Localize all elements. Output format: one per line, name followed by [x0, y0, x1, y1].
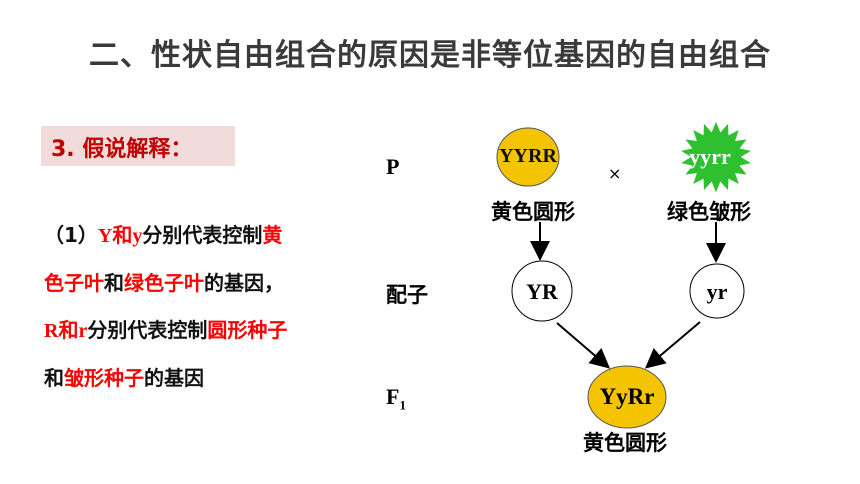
- parent2-starburst: [681, 121, 751, 193]
- explanation-part: 和: [44, 366, 64, 390]
- gamete1-label: YR: [526, 279, 558, 304]
- parent1-genotype: YYRR: [499, 145, 557, 167]
- f1-letter: F: [386, 384, 400, 409]
- explanation-highlight: Y和y: [97, 225, 143, 247]
- parent1-circle: [496, 127, 560, 187]
- explanation-text: （1）Y和y分别代表控制黄色子叶和绿色子叶的基因， R和r分别代表控制圆形种子和…: [44, 212, 289, 402]
- explanation-highlight: R和r: [44, 320, 88, 342]
- offspring-phenotype: 黄色圆形: [583, 431, 667, 455]
- hypothesis-label: 3. 假说解释：: [51, 137, 193, 162]
- explanation-part: 和: [104, 271, 124, 295]
- explanation-part: 分别代表控制: [87, 318, 208, 342]
- arrow-gamete2-to-offspring: [644, 321, 701, 369]
- row-label-parents: P: [386, 154, 400, 179]
- cross-symbol: ×: [608, 164, 622, 183]
- hypothesis-label-box: [41, 126, 235, 166]
- explanation-part: 的基因: [144, 366, 204, 390]
- parent2-genotype: yyrr: [689, 144, 731, 169]
- arrow-gamete1-to-offspring: [556, 322, 611, 369]
- explanation-part: 的基因，: [204, 271, 284, 295]
- explanation-part: 分别代表控制: [142, 223, 263, 247]
- page-title: 二、性状自由组合的原因是非等位基因的自由组合: [89, 38, 771, 73]
- gamete2-label: yr: [706, 279, 728, 304]
- gamete2-circle: [689, 263, 745, 319]
- offspring-genotype: YyRr: [599, 384, 655, 409]
- offspring-circle: [587, 365, 667, 429]
- explanation-highlight: 绿色子叶: [124, 271, 204, 295]
- explanation-highlight: 皱形种子: [64, 366, 144, 390]
- explanation-part: （1）: [44, 223, 98, 247]
- parent2-phenotype: 绿色皱形: [667, 200, 751, 224]
- explanation-highlight: 黄色子叶: [44, 223, 283, 295]
- parent1-phenotype: 黄色圆形: [491, 200, 575, 224]
- gamete1-circle: [511, 260, 573, 322]
- row-label-f1: F1: [386, 384, 406, 413]
- explanation-highlight: 圆形种子: [207, 318, 288, 342]
- f1-subscript: 1: [399, 397, 406, 413]
- row-label-gametes: 配子: [386, 283, 428, 307]
